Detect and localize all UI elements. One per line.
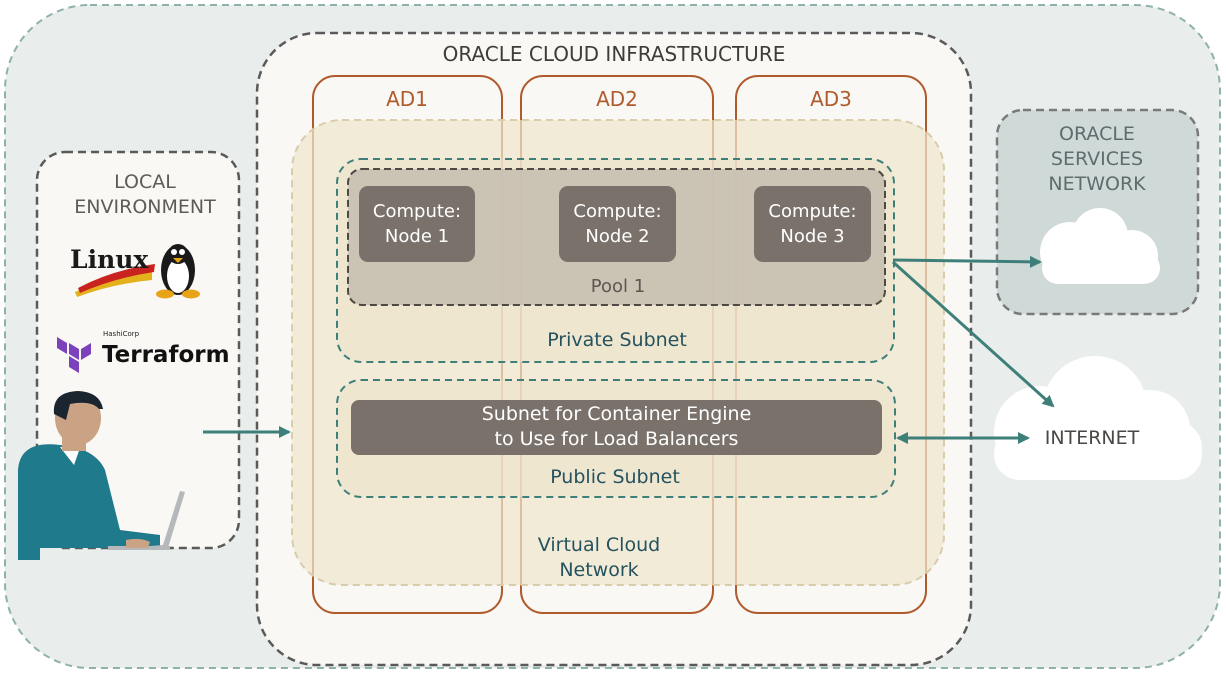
services-label: ORACLE SERVICES NETWORK — [1048, 123, 1146, 195]
compute-node-1 — [359, 186, 475, 262]
compute-node-3-label: Compute: Node 3 — [768, 201, 857, 247]
compute-node-1-label: Compute: Node 1 — [372, 201, 462, 247]
lb-subnet-label: Subnet for Container Engine to Use for L… — [481, 403, 752, 450]
person-icon — [18, 391, 185, 560]
arrow-pool-to-services — [892, 255, 1042, 268]
compute-node-3 — [754, 186, 871, 262]
linux-logo-icon — [75, 244, 200, 299]
terraform-logo-icon — [57, 337, 91, 373]
linux-logo-text: Linux — [70, 245, 149, 274]
vcn-label: Virtual Cloud Network — [537, 534, 661, 581]
local-env-label: LOCAL ENVIRONMENT — [74, 171, 216, 218]
terraform-small-text: HashiCorp — [103, 330, 140, 338]
ad1-label: AD1 — [386, 87, 428, 111]
ad3-label: AD3 — [810, 87, 852, 111]
pool-label: Pool 1 — [590, 276, 646, 297]
compute-node-2 — [559, 186, 676, 262]
oci-title: ORACLE CLOUD INFRASTRUCTURE — [442, 42, 786, 66]
public-subnet-label: Public Subnet — [550, 466, 680, 488]
cloud-icon — [1040, 208, 1160, 284]
arrow-pool-to-internet — [891, 260, 1055, 408]
internet-label: INTERNET — [1044, 427, 1140, 449]
internet-cloud-icon — [994, 356, 1202, 480]
ad2-label: AD2 — [596, 87, 638, 111]
terraform-logo-text: Terraform — [102, 342, 230, 368]
compute-node-2-label: Compute: Node 2 — [573, 201, 662, 247]
private-subnet-label: Private Subnet — [547, 329, 687, 351]
lb-subnet-box — [351, 400, 882, 455]
